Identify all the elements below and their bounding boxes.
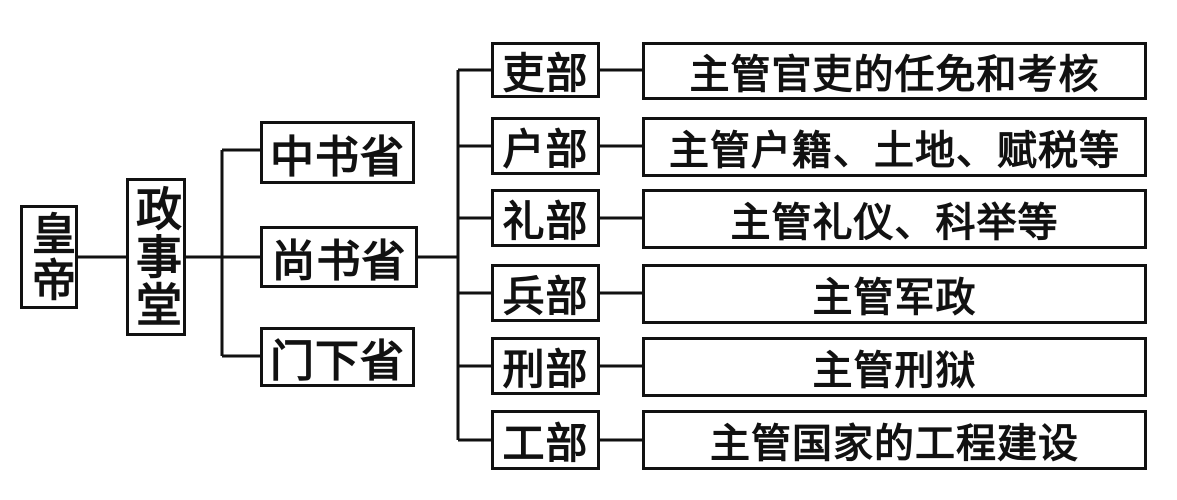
- duty-box-1: 主管官吏的任免和考核: [642, 42, 1147, 100]
- council-box: 政事堂: [126, 178, 186, 336]
- ministry-name-6: 工部: [502, 418, 589, 468]
- province-shangshu-box: 尚书省: [260, 226, 418, 288]
- ministry-box-6: 工部: [491, 410, 600, 470]
- province-menxia-label: 门下省: [270, 336, 405, 387]
- ministry-box-1: 吏部: [491, 42, 600, 98]
- province-shangshu-label: 尚书省: [271, 236, 407, 287]
- duty-box-5: 主管刑狱: [642, 337, 1147, 397]
- ministry-box-4: 兵部: [491, 264, 600, 322]
- duty-text-1: 主管官吏的任免和考核: [689, 51, 1100, 98]
- emperor-box: 皇帝: [20, 205, 78, 309]
- council-label: 政事堂: [129, 185, 183, 329]
- duty-text-2: 主管户籍、土地、赋税等: [669, 127, 1120, 174]
- duty-text-3: 主管礼仪、科举等: [730, 199, 1059, 246]
- duty-text-5: 主管刑狱: [812, 347, 977, 394]
- province-menxia-box: 门下省: [260, 327, 415, 387]
- ministry-name-5: 刑部: [502, 344, 589, 394]
- ministry-name-2: 户部: [502, 124, 589, 174]
- duty-box-2: 主管户籍、土地、赋税等: [642, 117, 1147, 177]
- ministry-box-2: 户部: [491, 117, 600, 175]
- ministry-box-3: 礼部: [491, 189, 600, 247]
- duty-box-3: 主管礼仪、科举等: [642, 189, 1147, 249]
- emperor-label: 皇帝: [24, 211, 75, 303]
- duty-box-4: 主管军政: [642, 264, 1147, 324]
- duty-text-4: 主管军政: [812, 274, 977, 321]
- duty-text-6: 主管国家的工程建设: [710, 420, 1079, 467]
- province-zhongshu-label: 中书省: [270, 131, 405, 183]
- ministry-name-4: 兵部: [502, 271, 589, 321]
- province-zhongshu-box: 中书省: [260, 121, 415, 184]
- ministry-name-1: 吏部: [502, 48, 589, 98]
- ministry-box-5: 刑部: [491, 337, 600, 395]
- duty-box-6: 主管国家的工程建设: [642, 410, 1147, 470]
- ministry-name-3: 礼部: [502, 196, 589, 246]
